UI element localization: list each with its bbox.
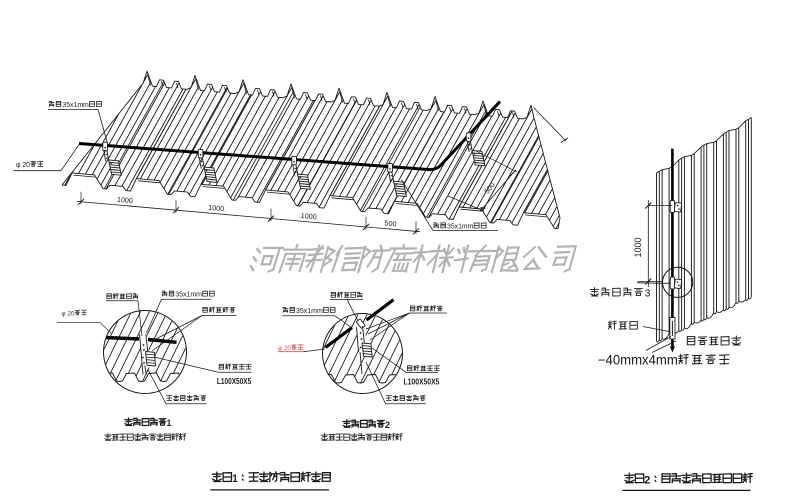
svg-text:φ 20: φ 20	[278, 345, 291, 352]
svg-text:φ 20: φ 20	[62, 310, 75, 317]
svg-text:500: 500	[384, 218, 397, 228]
svg-text:1: 1	[232, 473, 238, 485]
svg-text:1000: 1000	[300, 211, 317, 221]
svg-text:1: 1	[167, 418, 172, 428]
svg-text:35x1mm: 35x1mm	[62, 101, 88, 109]
svg-text:1000: 1000	[117, 195, 134, 205]
svg-text:L100X50X5: L100X50X5	[217, 377, 252, 386]
svg-text:35x1mm: 35x1mm	[447, 223, 473, 231]
svg-text:2: 2	[385, 420, 390, 430]
svg-text:L100X50X5: L100X50X5	[404, 377, 440, 386]
svg-text:35x1mm: 35x1mm	[296, 306, 323, 315]
svg-text:φ 20: φ 20	[16, 160, 30, 169]
svg-text:3: 3	[645, 289, 651, 300]
svg-text:1000: 1000	[633, 237, 643, 257]
svg-text:2: 2	[644, 474, 650, 486]
svg-text:35x1mm: 35x1mm	[175, 290, 202, 299]
svg-text:−40mmx4mm: −40mmx4mm	[598, 353, 678, 368]
svg-text:1000: 1000	[208, 203, 225, 213]
